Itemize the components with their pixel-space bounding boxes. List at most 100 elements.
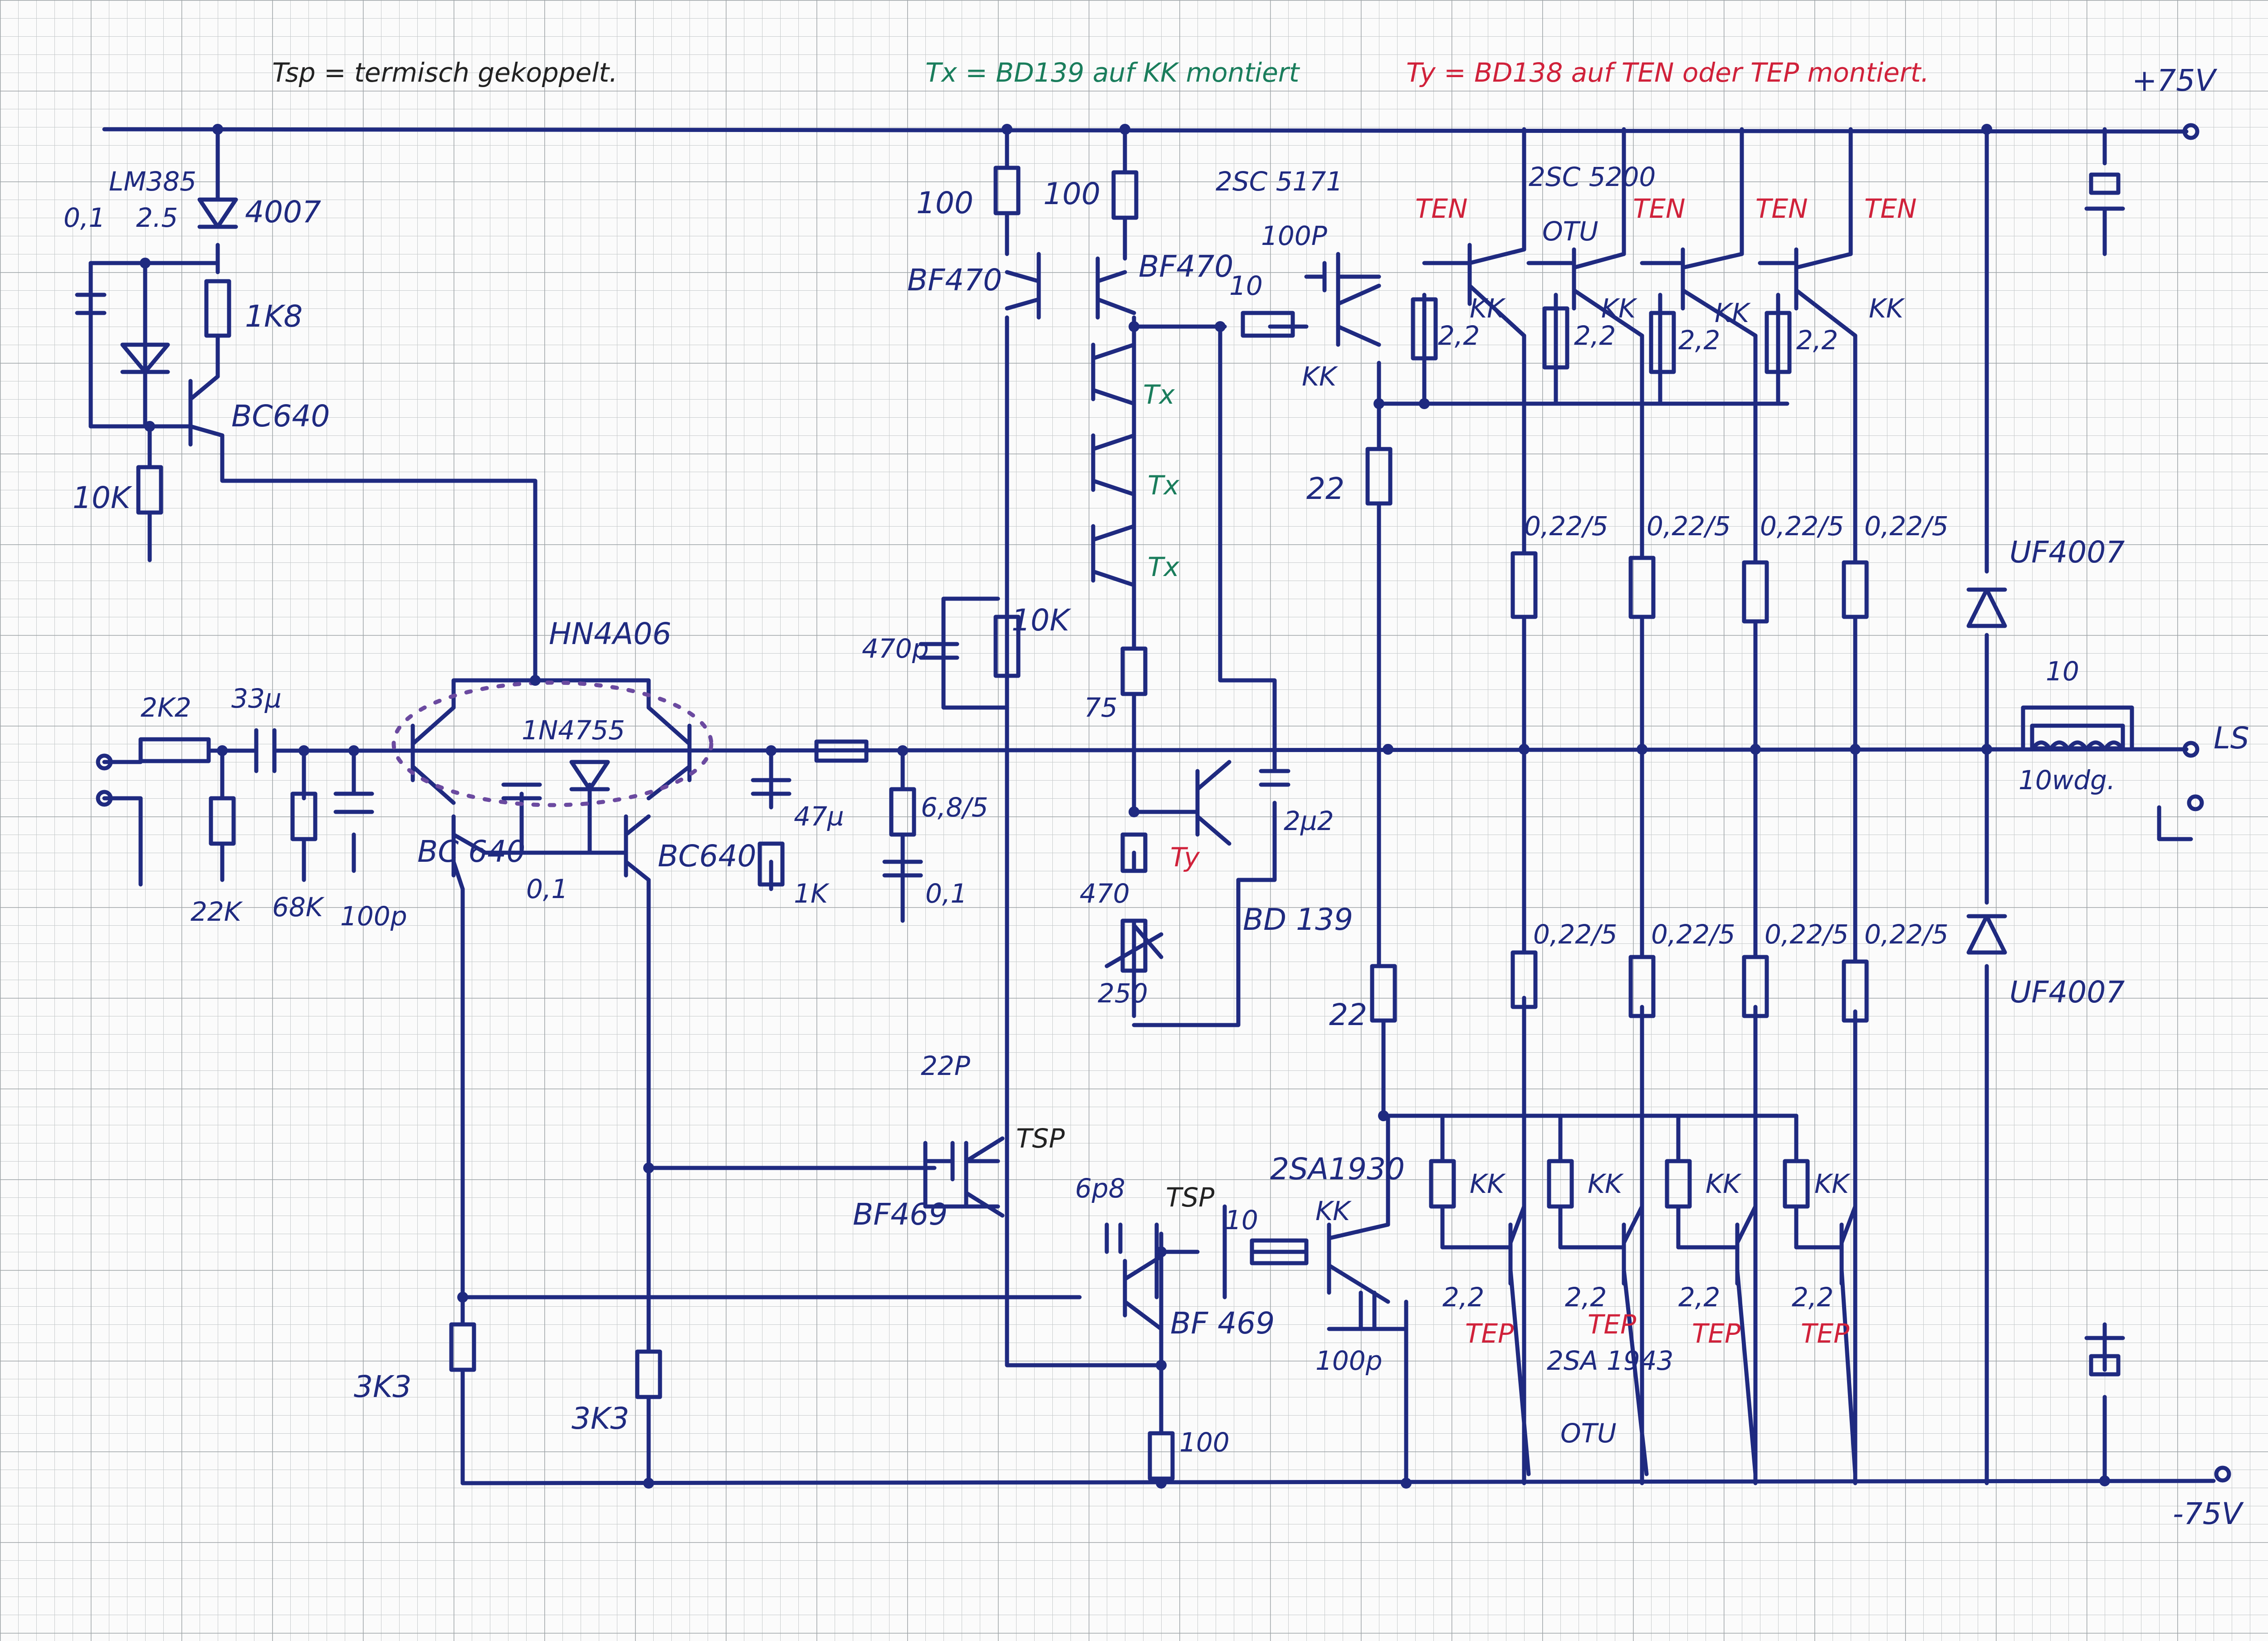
bc640-left-label: BC 640 xyxy=(417,834,525,869)
r-2-2-bot-2: 2,2 xyxy=(1565,1282,1607,1313)
r-emit-top-4: 0,22/5 xyxy=(1864,511,1949,542)
bc640-right-label: BC640 xyxy=(658,839,756,874)
coil-label: 10wdg. xyxy=(2019,765,2115,796)
2sc5200-label: 2SC 5200 xyxy=(1529,161,1656,192)
c-33u-label: 33µ xyxy=(231,683,282,714)
uf4007-top-label: UF4007 xyxy=(2009,535,2125,570)
tx2-label: Tx xyxy=(1148,470,1179,501)
r-22k-label: 22K xyxy=(191,896,243,927)
kk-bot-2: KK xyxy=(1588,1168,1624,1199)
r-2-2-top-4: 2,2 xyxy=(1796,325,1838,356)
r-10-bottom-label: 10 xyxy=(1225,1205,1258,1236)
bf469-left-label: BF469 xyxy=(853,1197,948,1232)
r-2-2-top-3: 2,2 xyxy=(1678,325,1720,356)
tx1-label: Tx xyxy=(1143,379,1175,410)
r-6k8-label: 6,8/5 xyxy=(921,792,988,823)
tep-3-label: TEP xyxy=(1692,1318,1740,1349)
output-stage-top: TEN TEN TEN TEN 2SC 5200 OTU KK KK KK KK… xyxy=(1415,161,1949,542)
kk-top-3: KK xyxy=(1715,298,1751,328)
c-6p8-label: 6p8 xyxy=(1075,1173,1125,1204)
diode-4007-label: 4007 xyxy=(245,195,321,230)
kk-bot-3: KK xyxy=(1706,1168,1742,1199)
junctions xyxy=(140,124,2110,1489)
c-100p-bottom-label: 100p xyxy=(1315,1345,1383,1376)
r-75-label: 75 xyxy=(1084,692,1118,723)
otu-top-label: OTU xyxy=(1542,216,1598,247)
r-emit-top-3: 0,22/5 xyxy=(1760,511,1844,542)
2sa1930-label: 2SA1930 xyxy=(1270,1152,1405,1187)
c-470p-label: 470p xyxy=(862,633,929,664)
kk-driver-bottom-label: KK xyxy=(1315,1196,1352,1226)
bd139-label: BD 139 xyxy=(1243,902,1353,937)
c-47u-label: 47µ xyxy=(794,801,844,832)
r-68k-label: 68K xyxy=(272,892,325,923)
ten-1-label: TEN xyxy=(1415,193,1467,224)
output-stage-bottom: 0,22/5 0,22/5 0,22/5 0,22/5 KK KK KK KK … xyxy=(1442,919,1949,1449)
otu-bottom-label: OTU xyxy=(1560,1418,1617,1449)
c-0-1-fb-label: 0,1 xyxy=(925,878,967,909)
r-22-bottom-label: 22 xyxy=(1329,997,1367,1032)
c-100p-top-label: 100P xyxy=(1261,220,1327,251)
r-10k-label: 10K xyxy=(73,480,132,515)
kk-top-1: KK xyxy=(1470,293,1506,324)
zener-1n4755-label: 1N4755 xyxy=(522,715,625,746)
r-470-label: 470 xyxy=(1080,878,1130,909)
r-10-top-label: 10 xyxy=(1229,270,1263,301)
r-emit-bottom-4: 0,22/5 xyxy=(1864,919,1949,950)
c-100p-input-label: 100p xyxy=(340,901,407,932)
ty-label: Ty xyxy=(1170,842,1200,873)
kk-bot-4: KK xyxy=(1814,1168,1851,1199)
tep-2-label: TEP xyxy=(1588,1309,1636,1340)
r-100-left-label: 100 xyxy=(916,186,973,220)
c-22p-label: 22P xyxy=(921,1050,970,1081)
kk-bot-1: KK xyxy=(1470,1168,1506,1199)
r-2-2-bot-3: 2,2 xyxy=(1678,1282,1720,1313)
pot-250-label: 250 xyxy=(1098,978,1148,1009)
tx3-label: Tx xyxy=(1148,552,1179,582)
semiconductors xyxy=(120,197,2125,1476)
r-1k-label: 1K xyxy=(794,878,830,909)
r-2k2-label: 2K2 xyxy=(141,692,191,723)
rail-negative-label: -75V xyxy=(2173,1496,2244,1531)
rail-positive-label: +75V xyxy=(2132,63,2217,98)
r-100-right-label: 100 xyxy=(1043,176,1100,211)
note-tsp: Tsp = termisch gekoppelt. xyxy=(272,57,617,88)
r-emit-top-1: 0,22/5 xyxy=(1524,511,1608,542)
terminals xyxy=(96,123,2231,1483)
ten-3-label: TEN xyxy=(1755,193,1808,224)
c-2u2-label: 2µ2 xyxy=(1284,806,1334,836)
r-10k-vas-label: 10K xyxy=(1012,603,1071,638)
r-3k3-right-label: 3K3 xyxy=(572,1401,629,1436)
r-emit-bottom-2: 0,22/5 xyxy=(1651,919,1735,950)
hn4a06-label: HN4A06 xyxy=(549,616,671,651)
ls-label: LS xyxy=(2214,721,2249,756)
tep-4-label: TEP xyxy=(1801,1318,1849,1349)
r-1k8-label: 1K8 xyxy=(245,299,303,334)
ten-2-label: TEN xyxy=(1633,193,1685,224)
r-2-2-top-2: 2,2 xyxy=(1574,320,1616,351)
lm385-label: LM385 xyxy=(109,166,196,197)
kk-top-2: KK xyxy=(1601,293,1637,324)
r-emit-bottom-1: 0,22/5 xyxy=(1533,919,1618,950)
r-2-2-top-1: 2,2 xyxy=(1438,320,1480,351)
reg-v-label: 2.5 xyxy=(136,202,178,233)
r-2-2-bot-1: 2,2 xyxy=(1442,1282,1484,1313)
bf469-right-label: BF 469 xyxy=(1170,1306,1275,1341)
r-100-bottom-label: 100 xyxy=(1179,1427,1230,1458)
r-emit-bottom-3: 0,22/5 xyxy=(1765,919,1849,950)
2sa1943-label: 2SA 1943 xyxy=(1547,1345,1673,1376)
2sc5171-label: 2SC 5171 xyxy=(1216,166,1343,197)
kk-top-4: KK xyxy=(1869,293,1905,324)
r-22-top-label: 22 xyxy=(1306,471,1344,506)
note-ty: Ty = BD138 auf TEN oder TEP montiert. xyxy=(1406,57,1929,88)
coil-res-label: 10 xyxy=(2046,656,2079,687)
bc640-reg-label: BC640 xyxy=(231,399,330,434)
bf470-right-label: BF470 xyxy=(1139,249,1233,284)
capacitors xyxy=(75,172,2125,1377)
ten-4-label: TEN xyxy=(1864,193,1916,224)
uf4007-bottom-label: UF4007 xyxy=(2009,975,2125,1010)
r-2-2-bot-4: 2,2 xyxy=(1792,1282,1833,1313)
tsp-2-label: TSP xyxy=(1166,1182,1214,1213)
